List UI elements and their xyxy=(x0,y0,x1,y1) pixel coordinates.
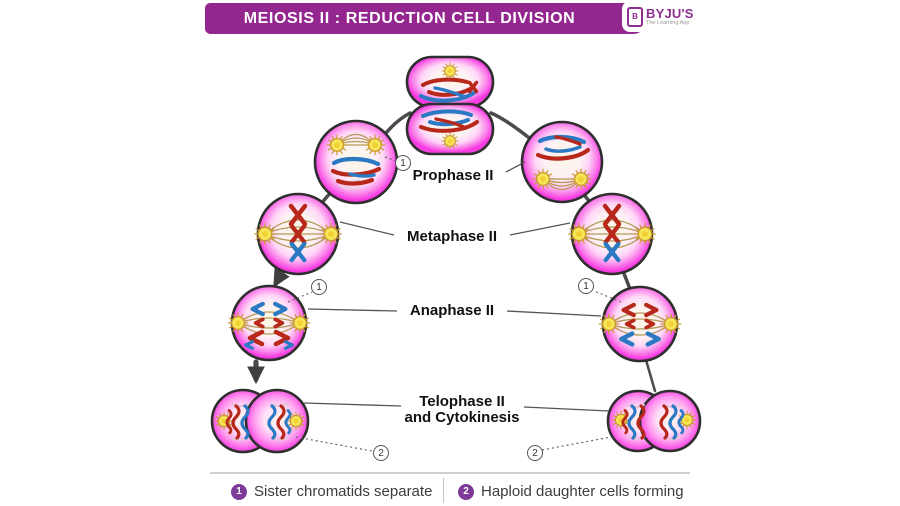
connector-metaphase-to-anaphase-right xyxy=(621,269,632,291)
anaphase-ii-cell-left xyxy=(227,284,311,362)
label-telophase-line1: Telophase II xyxy=(419,393,505,410)
callout-1-prophase: 1 xyxy=(395,155,411,171)
legend-item-haploid-daughters: 2 Haploid daughter cells forming xyxy=(458,483,684,500)
callout-1-anaphase-right: 1 xyxy=(578,278,594,294)
legend-item-sister-chromatids: 1 Sister chromatids separate xyxy=(231,483,432,500)
byjus-logo-icon: B xyxy=(627,6,643,27)
chromosomes xyxy=(330,156,382,186)
legend-separator-line xyxy=(210,472,690,474)
chromosomes xyxy=(535,134,591,161)
byjus-brand-text: BYJU'S xyxy=(646,5,694,21)
connector-parent-to-prophase-left xyxy=(384,111,412,135)
connector-anaphase-to-telophase-right xyxy=(644,358,657,393)
legend-text-2: Haploid daughter cells forming xyxy=(481,483,684,500)
callout-1-anaphase-left: 1 xyxy=(311,279,327,295)
legend-badge-2: 2 xyxy=(458,483,474,500)
legend-badge-1: 1 xyxy=(231,483,247,500)
legend-vertical-divider xyxy=(443,478,445,503)
chromosomes xyxy=(419,77,477,103)
title-bar: MEIOSIS II : REDUCTION CELL DIVISION xyxy=(205,3,648,34)
prophase-ii-cell-right xyxy=(520,120,604,204)
parent-daughter-cells-pair xyxy=(405,55,495,156)
legend-text-1: Sister chromatids separate xyxy=(254,483,433,500)
label-metaphase-ii: Metaphase II xyxy=(406,228,498,245)
label-prophase-ii: Prophase II xyxy=(412,167,494,184)
callout-dotted-lines xyxy=(287,156,622,452)
telophase-ii-cells-right xyxy=(606,389,702,453)
telophase-ii-cells-left xyxy=(210,388,310,454)
chromosomes xyxy=(419,109,479,133)
anaphase-ii-cell-right xyxy=(598,285,682,363)
label-telophase-line2: and Cytokinesis xyxy=(404,409,520,426)
label-leader-lines xyxy=(303,161,610,412)
callout-2-telophase-left: 2 xyxy=(373,445,389,461)
connector-parent-to-prophase-right xyxy=(489,111,530,139)
prophase-ii-cell-left xyxy=(313,119,399,205)
byjus-tagline: The Learning App xyxy=(646,19,690,26)
callout-2-telophase-right: 2 xyxy=(527,445,543,461)
metaphase-ii-cell-left xyxy=(253,192,343,276)
label-anaphase-ii: Anaphase II xyxy=(409,302,495,319)
page-title: MEIOSIS II : REDUCTION CELL DIVISION xyxy=(243,9,576,27)
label-telophase-ii: Telophase II and Cytokinesis xyxy=(404,394,519,426)
byjus-logo: B BYJU'S The Learning App xyxy=(622,1,702,32)
metaphase-ii-cell-right xyxy=(567,192,657,276)
